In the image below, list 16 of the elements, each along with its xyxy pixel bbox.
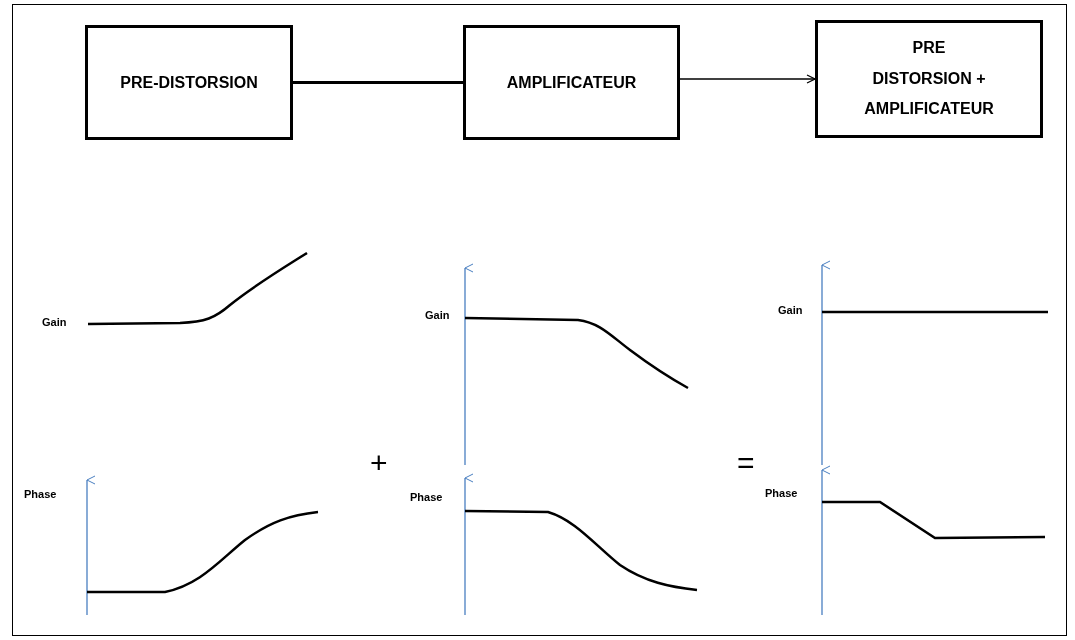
connector-line <box>293 81 463 84</box>
axis-label: Phase <box>765 487 798 499</box>
process-box <box>815 20 1043 138</box>
axis-label: Phase <box>24 488 57 500</box>
box-label: PRE-DISTORSION <box>120 73 258 92</box>
process-box <box>463 25 680 140</box>
axis-label: Phase <box>410 491 443 503</box>
axis-label: Gain <box>778 304 803 316</box>
equals-sign: = <box>737 446 755 480</box>
axis-label: Gain <box>42 316 67 328</box>
arrow <box>679 74 816 84</box>
box-label: AMPLIFICATEUR <box>506 73 637 92</box>
axis-label: Gain <box>425 309 450 321</box>
box-label: PRE DISTORSION + AMPLIFICATEUR <box>864 38 994 120</box>
plus-sign: + <box>370 446 388 480</box>
process-box <box>85 25 293 140</box>
